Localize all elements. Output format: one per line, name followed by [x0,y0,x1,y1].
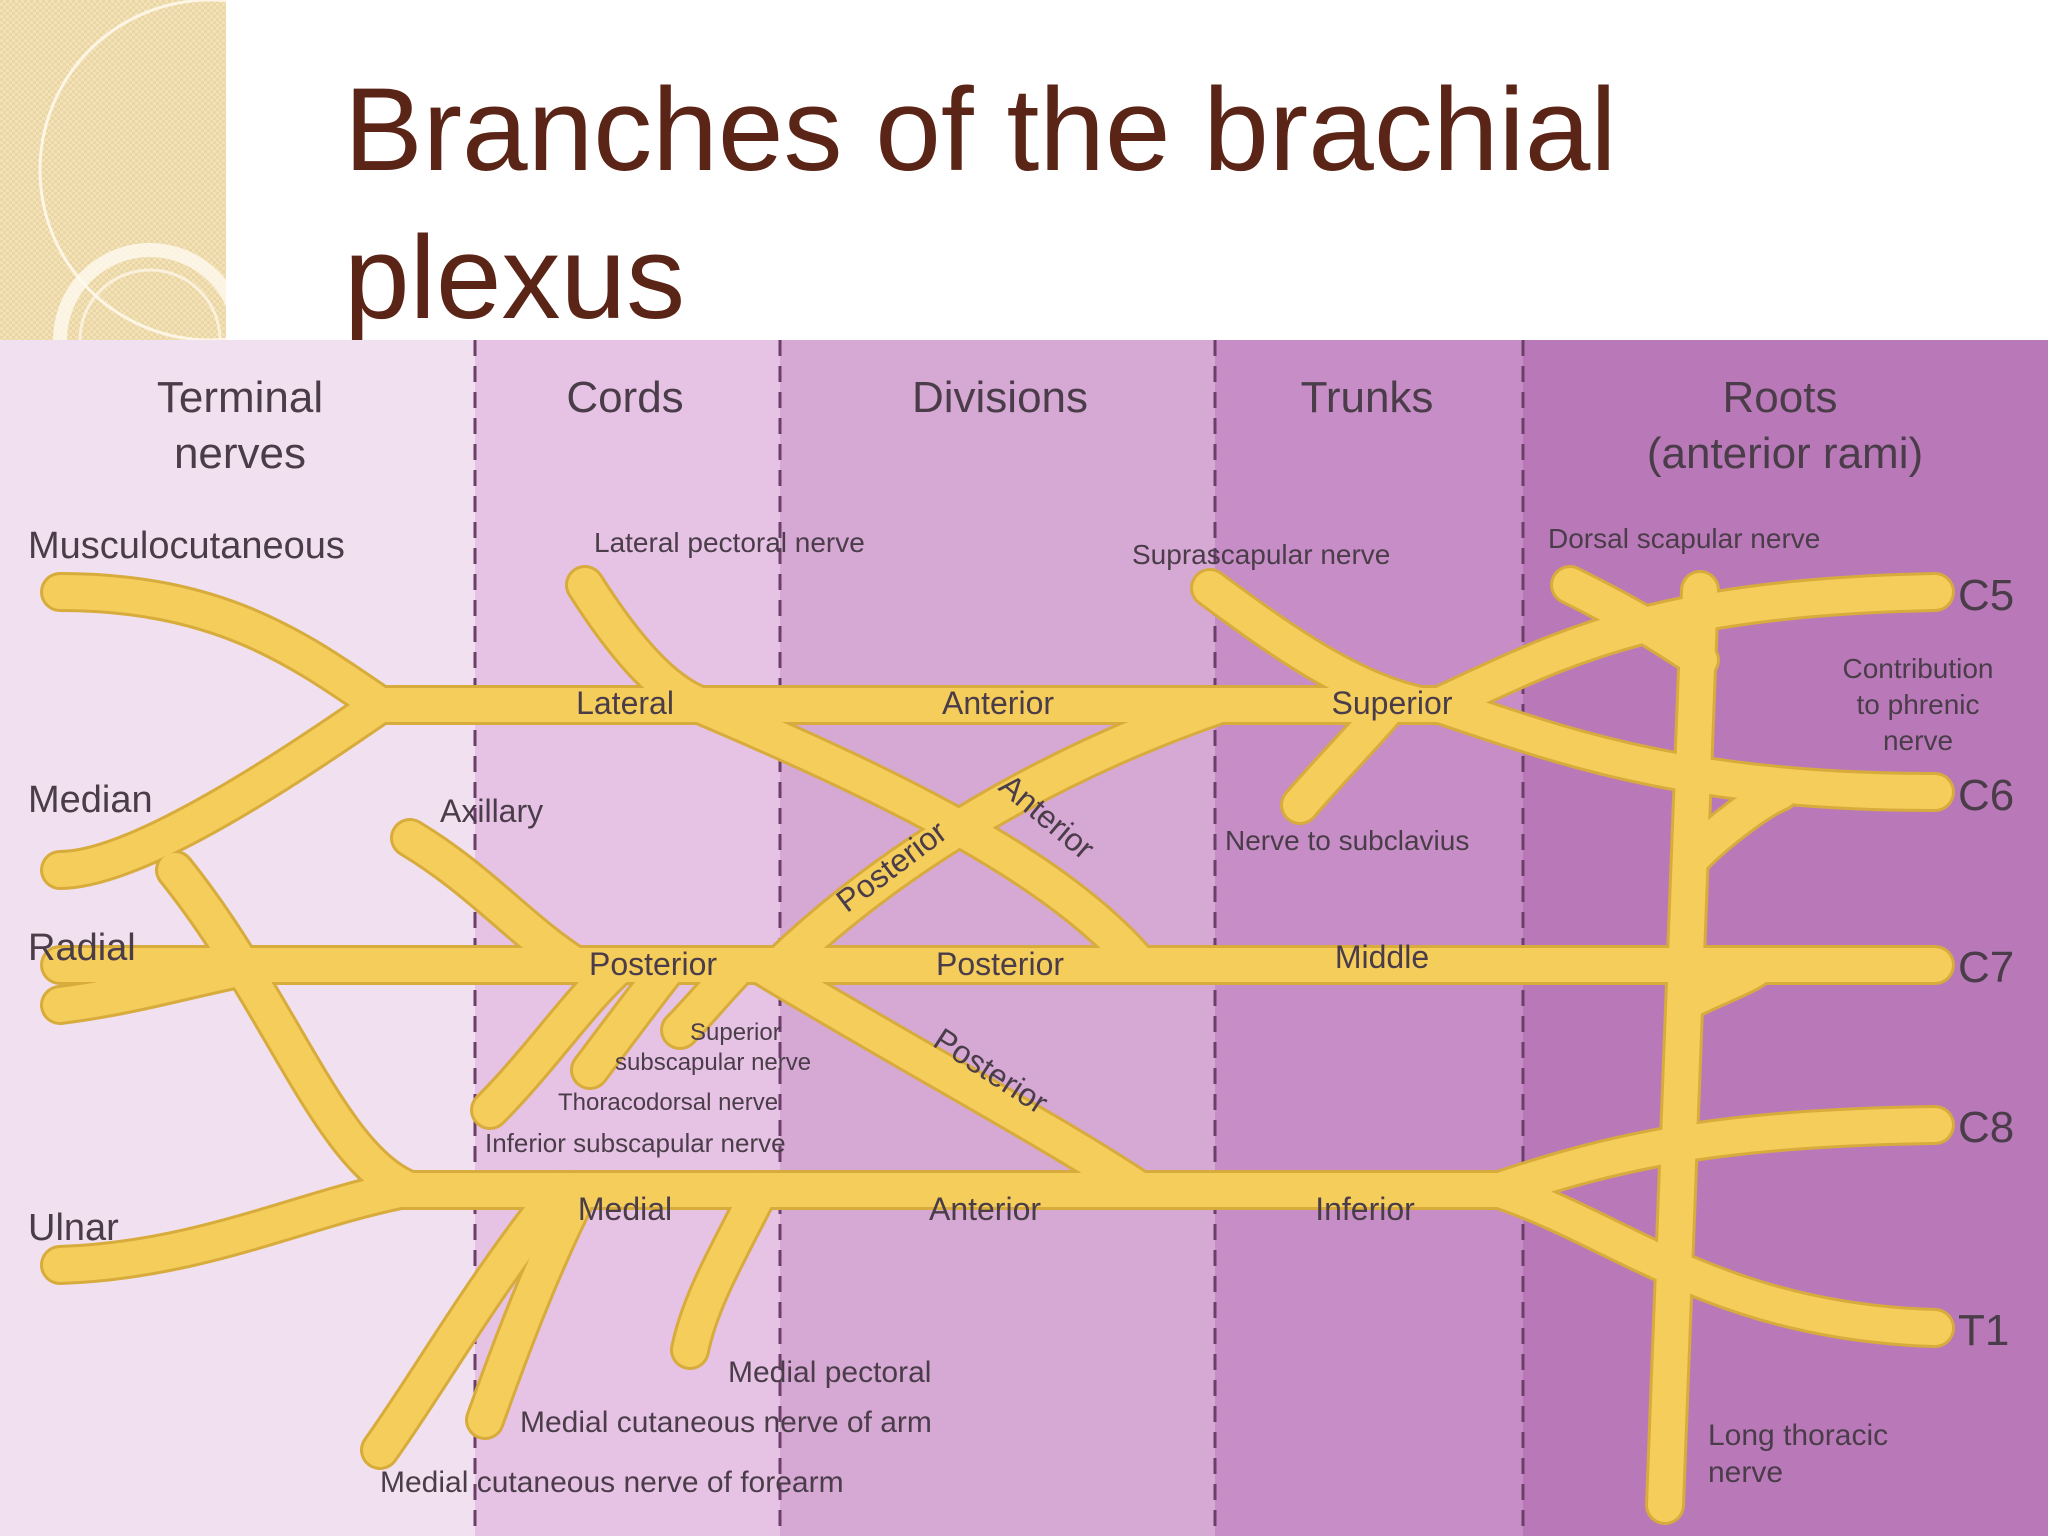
axillary-branch [393,821,592,982]
column-header-roots: Roots [1723,373,1838,422]
label-radial: Radial [28,927,136,969]
musculocutaneous-nerve [43,575,397,722]
lower-subscapular-branch [473,948,637,1127]
label-medial-pectoral: Medial pectoral [728,1356,931,1389]
radial-nerve [43,948,277,1022]
label-long-thoracic-2: nerve [1708,1456,1783,1489]
label-musculocutaneous: Musculocutaneous [28,525,345,567]
label-median: Median [28,779,153,821]
label-root-c8: C8 [1958,1103,2014,1152]
label-middle-posterior-division: Posterior [936,946,1064,982]
band-roots [1523,340,2048,1536]
column-header-cords: Cords [566,373,683,422]
slide-title: Branches of the brachial plexus [344,64,1617,344]
label-root-c5: C5 [1958,571,2014,620]
band-trunks [1215,340,1523,1536]
medial-pectoral-branch [673,1173,777,1367]
label-lateral-anterior-division: Anterior [942,685,1054,721]
medial-cut-forearm-branch [363,1173,577,1467]
label-suprascapular: Suprascapular nerve [1132,539,1390,570]
long-thoracic-c7-twig [1673,948,1777,1017]
corner-ornament [0,0,226,340]
column-header-terminal: Terminal [157,373,323,422]
label-axillary: Axillary [440,793,543,829]
label-medial-cord: Medial [578,1191,672,1227]
long-thoracic-branch [1648,573,1717,1522]
posterior-division-lower [743,948,1157,1207]
label-medial-anterior-division: Anterior [929,1191,1041,1227]
lateral-pectoral-branch [568,568,717,722]
long-thoracic-c6-twig [1678,775,1797,872]
median-nerve-medial-root [158,853,427,1207]
label-posterior-cord: Posterior [589,946,717,982]
column-header-terminal-sub: nerves [174,429,306,478]
upper-subscapular-branch [663,948,757,1047]
label-root-c6: C6 [1958,771,2014,820]
label-inferior-trunk: Inferior [1315,1191,1415,1227]
label-phrenic-1: Contribution [1843,653,1994,684]
label-thoracodorsal: Thoracodorsal nerve [558,1089,778,1116]
nerve-network [43,568,1952,1522]
column-header-roots-sub: (anterior rami) [1647,429,1923,478]
medial-cut-arm-branch [468,1173,597,1437]
label-superior-trunk: Superior [1332,685,1453,721]
posterior-division-diag [763,688,1237,982]
column-header-trunks: Trunks [1301,373,1434,422]
thoracodorsal-branch [573,948,687,1087]
column-header-divisions: Divisions [912,373,1088,422]
ulnar-nerve [43,1173,417,1282]
label-root-c7: C7 [1958,943,2014,992]
label-inferior-subscapular: Inferior subscapular nerve [485,1128,786,1158]
label-dorsal-scapular: Dorsal scapular nerve [1548,523,1820,554]
root-c6 [1423,688,1952,809]
median-nerve [43,688,397,887]
label-lateral-cord: Lateral [576,685,674,721]
label-medial-cut-arm: Medial cutaneous nerve of arm [520,1406,932,1439]
label-phrenic-3: nerve [1883,725,1953,756]
label-superior-subscapular-1: Superior [690,1019,781,1046]
brachial-plexus-diagram: Terminal nerves Cords Divisions Trunks R… [0,340,2048,1536]
label-lateral-pectoral: Lateral pectoral nerve [594,527,865,558]
label-root-t1: T1 [1958,1306,2009,1355]
label-superior-subscapular-2: subscapular nerve [615,1049,811,1076]
label-medial-cut-forearm: Medial cutaneous nerve of forearm [380,1466,844,1499]
label-phrenic-2: to phrenic [1857,689,1980,720]
nerve-to-subclavius-branch [1283,688,1407,822]
label-subclavius: Nerve to subclavius [1225,825,1469,856]
label-long-thoracic-1: Long thoracic [1708,1419,1888,1452]
label-ulnar: Ulnar [28,1207,119,1249]
label-middle-trunk: Middle [1335,939,1429,975]
